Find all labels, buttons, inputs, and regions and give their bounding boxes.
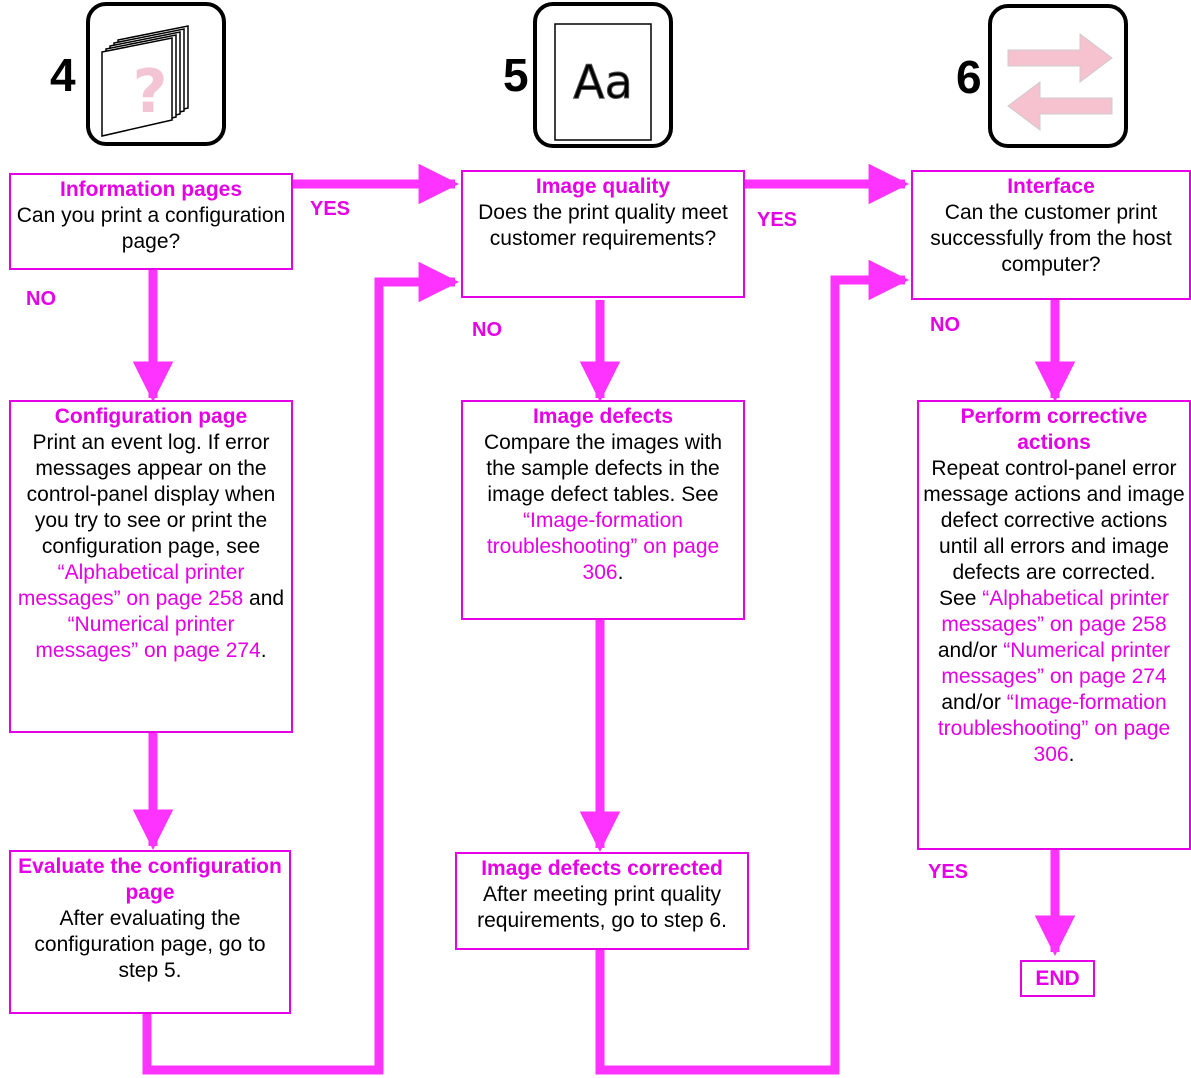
- box-text-connector: and/or: [941, 691, 1007, 714]
- step-number-6: 6: [956, 51, 982, 103]
- svg-text:?: ?: [133, 57, 168, 127]
- yes-label: YES: [310, 198, 351, 220]
- box-text: Can you print a configuration page?: [16, 204, 286, 253]
- image-quality-box: Image quality Does the print quality mee…: [461, 170, 745, 298]
- box-text: Does the print quality meet customer req…: [478, 201, 728, 250]
- box-text: Print an event log. If error messages ap…: [15, 430, 287, 664]
- box-title: Information pages: [59, 178, 243, 201]
- image-defects-box: Image defects Compare the images with th…: [461, 400, 745, 620]
- box-text-period: .: [1068, 743, 1075, 766]
- box-title: Image defects: [532, 405, 674, 428]
- box-title: Evaluate the configuration page: [18, 855, 282, 904]
- box-text-body: Print an event log. If error messages ap…: [26, 431, 276, 558]
- box-text: Compare the images with the sample defec…: [467, 430, 739, 586]
- box-title: Image defects corrected: [481, 857, 723, 880]
- no-label: NO: [930, 314, 960, 336]
- configuration-page-box: Configuration page Print an event log. I…: [9, 400, 293, 733]
- box-text-body: Compare the images with the sample defec…: [483, 431, 723, 506]
- box-text-see: See: [939, 587, 983, 610]
- evaluate-configuration-box: Evaluate the configuration page After ev…: [9, 850, 291, 1014]
- interface-arrows-icon: [988, 4, 1128, 148]
- box-references: See “Alphabetical printer messages” on p…: [923, 586, 1185, 768]
- box-text-connector: and/or: [937, 639, 1004, 662]
- box-title: Image quality: [535, 175, 671, 198]
- interface-box: Interface Can the customer print success…: [911, 170, 1191, 300]
- alphabetical-messages-link[interactable]: “Alphabetical printer messages” on page …: [941, 587, 1169, 636]
- box-text: Can the customer print successfully from…: [930, 201, 1172, 276]
- box-title: Interface: [1007, 175, 1095, 198]
- end-box: END: [1020, 960, 1095, 997]
- no-label: NO: [26, 288, 56, 310]
- image-formation-link[interactable]: “Image-formation troubleshooting” on pag…: [937, 691, 1171, 766]
- information-pages-box: Information pages Can you print a config…: [9, 173, 293, 270]
- step-number-5: 5: [503, 49, 529, 101]
- connectors: [132, 163, 1076, 1075]
- box-text-connector: and: [243, 587, 285, 610]
- box-text-period: .: [260, 639, 267, 662]
- yes-label: YES: [928, 861, 969, 883]
- numerical-messages-link[interactable]: “Numerical printer messages” on page 274: [941, 639, 1171, 688]
- box-text: After meeting print quality requirements…: [477, 883, 727, 932]
- step-number-4: 4: [50, 49, 76, 101]
- image-defects-corrected-box: Image defects corrected After meeting pr…: [455, 852, 749, 950]
- image-formation-link[interactable]: “Image-formation troubleshooting” on pag…: [486, 509, 720, 584]
- numerical-messages-link[interactable]: “Numerical printer messages” on page 274: [35, 613, 261, 662]
- box-text-period: .: [617, 561, 624, 584]
- box-title: Configuration page: [54, 405, 248, 428]
- box-text: Repeat control-panel error message actio…: [923, 457, 1185, 584]
- svg-text:Aa: Aa: [573, 55, 633, 109]
- alphabetical-messages-link[interactable]: “Alphabetical printer messages” on page …: [17, 561, 245, 610]
- font-sample-icon: Aa: [533, 2, 673, 148]
- corrective-actions-box: Perform corrective actions Repeat contro…: [917, 400, 1191, 850]
- yes-label: YES: [757, 209, 798, 231]
- no-label: NO: [472, 319, 502, 341]
- box-text: After evaluating the configuration page,…: [34, 907, 266, 982]
- box-title: Perform corrective actions: [960, 405, 1148, 454]
- question-pages-icon: ?: [86, 2, 226, 146]
